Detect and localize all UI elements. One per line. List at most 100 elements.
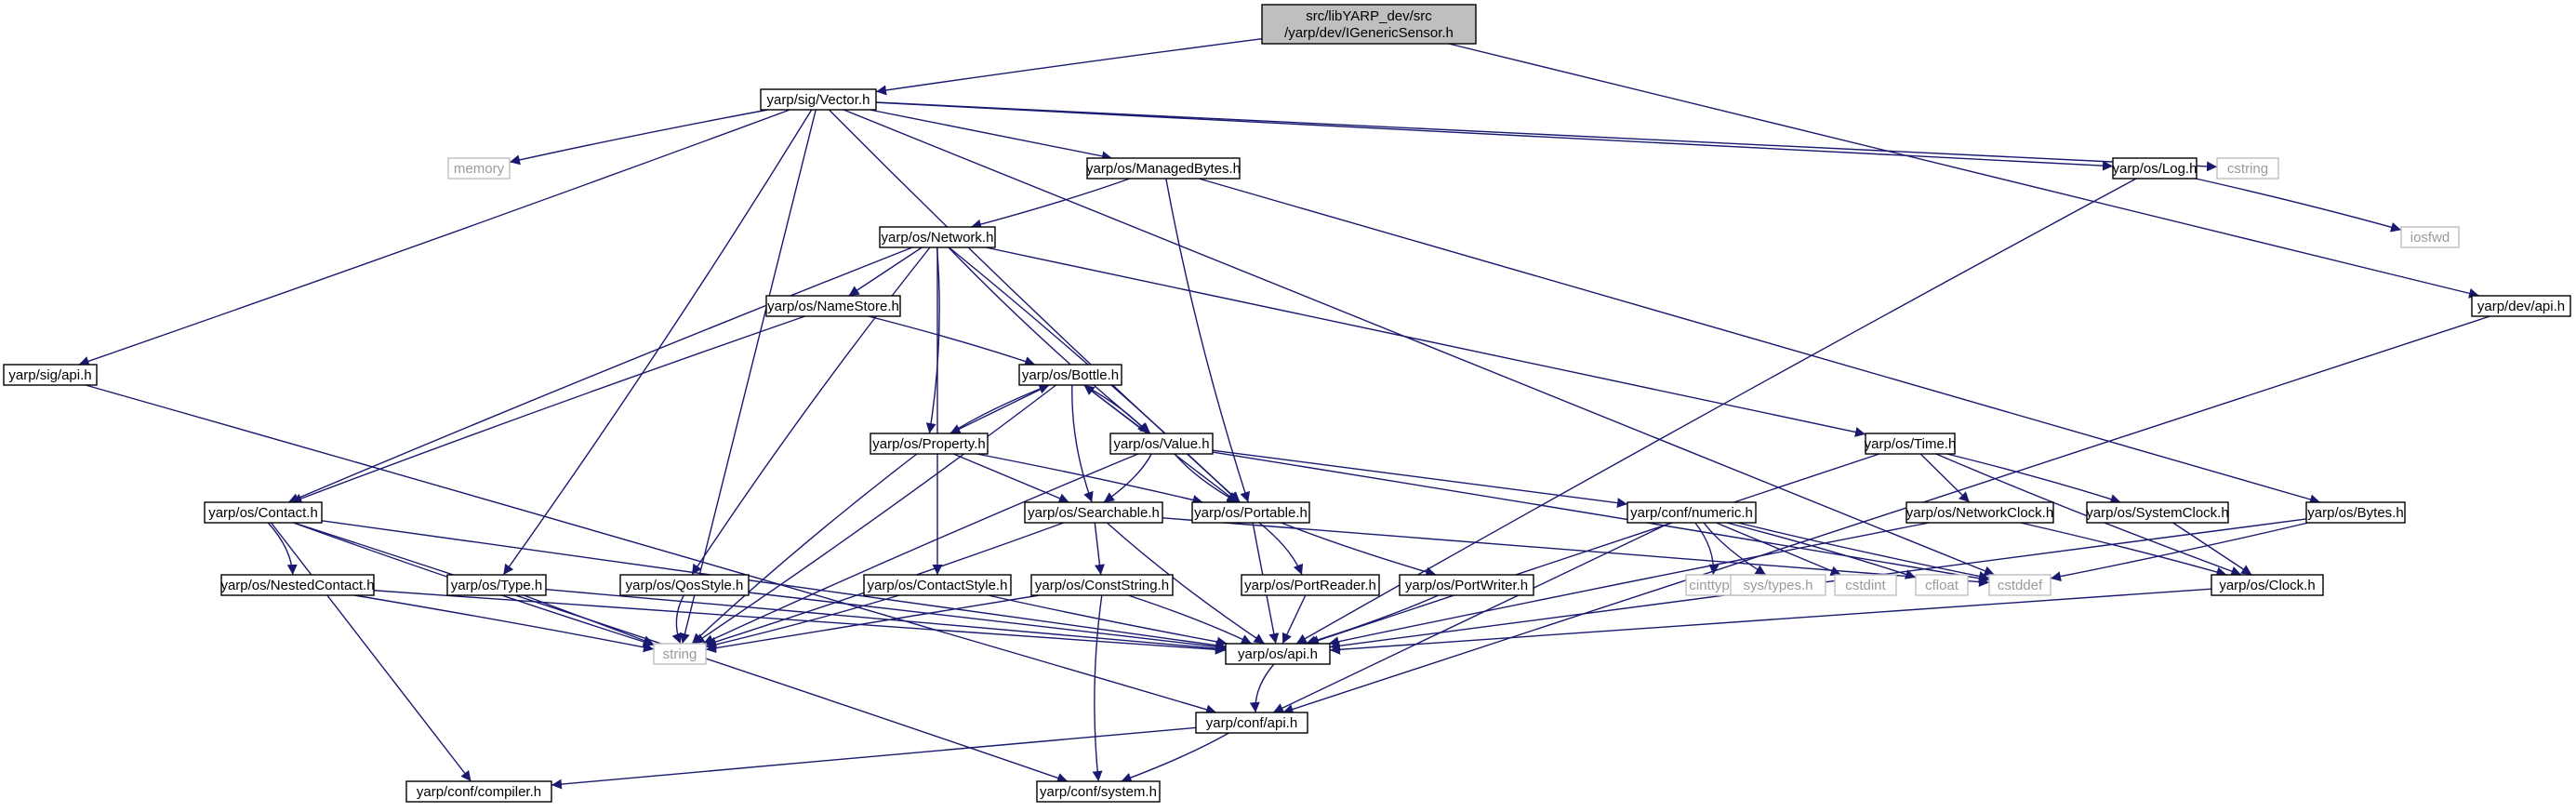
node-box (220, 574, 375, 596)
node-label: yarp/os/Bottle.h (1022, 367, 1119, 383)
node-system[interactable]: yarp/conf/system.h (1036, 780, 1161, 803)
node-box (1988, 574, 2052, 596)
edge-contact-to-compiler (270, 522, 472, 782)
node-bytes[interactable]: yarp/os/Bytes.h (2305, 501, 2406, 524)
edge-network-to-qosstyle (691, 246, 931, 576)
node-box (204, 501, 323, 524)
edge-property-to-string (691, 453, 918, 645)
edge-confapi-to-system (1121, 732, 1229, 783)
node-box (1865, 433, 1956, 455)
edge-network-to-property (925, 246, 940, 434)
edge-portable-to-portwriter (1281, 522, 1437, 578)
edge-nestedcontact-to-string (353, 594, 655, 653)
node-box (1024, 501, 1163, 524)
node-box (2305, 501, 2406, 524)
edge-managedbytes-to-network (970, 178, 1131, 230)
node-conststring[interactable]: yarp/os/ConstString.h (1030, 574, 1174, 596)
node-type[interactable]: yarp/os/Type.h (446, 574, 547, 596)
node-box (1915, 574, 1969, 596)
node-label: yarp/os/Clock.h (2219, 578, 2315, 593)
node-box (2112, 157, 2198, 180)
node-label: /yarp/dev/IGenericSensor.h (1284, 25, 1454, 41)
node-bottle[interactable]: yarp/os/Bottle.h (1018, 364, 1122, 386)
edge-type-to-osapi (545, 588, 1227, 654)
edge-vector-to-type (502, 109, 813, 576)
node-portreader[interactable]: yarp/os/PortReader.h (1241, 574, 1380, 596)
node-label: src/libYARP_dev/src (1306, 8, 1432, 24)
node-box (879, 226, 996, 248)
node-confapi[interactable]: yarp/conf/api.h (1195, 712, 1308, 734)
node-systemclock[interactable]: yarp/os/SystemClock.h (2086, 501, 2229, 524)
edge-searchable-to-conststring (1094, 522, 1105, 576)
node-box (653, 643, 707, 665)
node-devapi[interactable]: yarp/dev/api.h (2471, 295, 2571, 317)
edge-log-to-iosfwd (2195, 178, 2402, 233)
node-managedbytes[interactable]: yarp/os/ManagedBytes.h (1086, 157, 1241, 180)
node-label: yarp/os/ContactStyle.h (868, 578, 1008, 593)
edge-qosstyle-to-osapi (748, 592, 1227, 652)
node-value[interactable]: yarp/os/Value.h (1109, 433, 1214, 455)
edge-value-to-numeric (1212, 449, 1628, 509)
node-label: yarp/dev/api.h (2477, 299, 2565, 314)
edge-searchable-to-cstddef (1162, 517, 1990, 588)
node-label: yarp/os/NameStore.h (767, 299, 899, 314)
node-label: sys/types.h (1743, 578, 1812, 593)
node-log[interactable]: yarp/os/Log.h (2112, 157, 2198, 180)
node-network[interactable]: yarp/os/Network.h (879, 226, 996, 248)
node-label: iosfwd (2410, 230, 2450, 246)
node-label: yarp/os/Portable.h (1194, 505, 1308, 521)
node-label: yarp/os/ManagedBytes.h (1086, 161, 1241, 177)
node-box (1191, 501, 1310, 524)
node-box (2216, 157, 2279, 180)
node-compiler[interactable]: yarp/conf/compiler.h (405, 780, 552, 803)
edge-osapi-to-confapi (1249, 663, 1275, 713)
node-networkclock[interactable]: yarp/os/NetworkClock.h (1905, 501, 2054, 524)
edge-nestedcontact-to-osapi (373, 590, 1227, 655)
node-label: yarp/conf/compiler.h (417, 784, 541, 800)
node-property[interactable]: yarp/os/Property.h (870, 433, 989, 455)
node-box (447, 157, 511, 180)
node-box (446, 574, 547, 596)
node-label: yarp/os/ConstString.h (1035, 578, 1169, 593)
node-box (1018, 364, 1122, 386)
node-box (1036, 780, 1161, 803)
node-contact[interactable]: yarp/os/Contact.h (204, 501, 323, 524)
edge-numeric-to-cstdint (1716, 522, 1841, 576)
edge-namestore-to-contact (291, 315, 805, 504)
node-label: yarp/os/Log.h (2113, 161, 2198, 177)
node-label: yarp/os/Value.h (1113, 436, 1209, 452)
edge-namestore-to-bottle (868, 315, 1036, 366)
edge-network-to-contact (287, 246, 913, 503)
node-portwriter[interactable]: yarp/os/PortWriter.h (1399, 574, 1534, 596)
edge-value-to-portable (1174, 453, 1239, 503)
node-label: yarp/conf/api.h (1206, 715, 1297, 731)
node-numeric[interactable]: yarp/conf/numeric.h (1627, 501, 1757, 524)
edge-time-to-networkclock (1919, 453, 1971, 503)
edge-contact-to-nestedcontact (267, 522, 298, 576)
node-box (863, 574, 1012, 596)
node-nestedcontact[interactable]: yarp/os/NestedContact.h (220, 574, 375, 596)
node-qosstyle[interactable]: yarp/os/QosStyle.h (619, 574, 750, 596)
node-box (3, 364, 98, 386)
node-sigapi[interactable]: yarp/sig/api.h (3, 364, 98, 386)
edge-property-to-bottle (949, 383, 1050, 434)
node-clock[interactable]: yarp/os/Clock.h (2211, 574, 2324, 596)
node-root[interactable]: src/libYARP_dev/src/yarp/dev/IGenericSen… (1261, 4, 1477, 45)
node-box (1834, 574, 1897, 596)
node-cstddef: cstddef (1988, 574, 2052, 596)
node-box (1241, 574, 1380, 596)
node-label: cfloat (1925, 578, 1959, 593)
node-time[interactable]: yarp/os/Time.h (1865, 433, 1957, 455)
node-namestore[interactable]: yarp/os/NameStore.h (765, 295, 901, 317)
node-searchable[interactable]: yarp/os/Searchable.h (1024, 501, 1163, 524)
node-portable[interactable]: yarp/os/Portable.h (1191, 501, 1310, 524)
edge-vector-to-cstddef (843, 109, 1996, 576)
node-osapi[interactable]: yarp/os/api.h (1225, 643, 1331, 665)
node-label: string (663, 646, 697, 662)
node-contactstyle[interactable]: yarp/os/ContactStyle.h (863, 574, 1012, 596)
node-label: yarp/sig/Vector.h (767, 92, 870, 108)
node-label: yarp/conf/system.h (1040, 784, 1157, 800)
node-vector[interactable]: yarp/sig/Vector.h (760, 88, 877, 111)
edge-vector-to-sigapi (78, 109, 790, 366)
